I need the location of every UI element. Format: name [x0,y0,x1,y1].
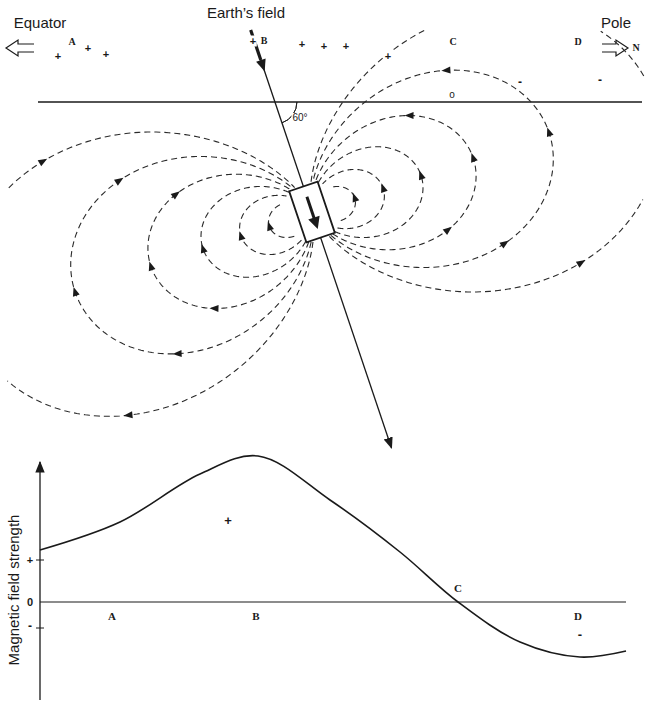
earth-field-line [251,30,392,448]
marker-label: B [260,36,269,46]
caption-label: Pole [600,15,632,30]
field-arrow [378,182,388,193]
field-arrow [350,192,360,203]
field-line [9,132,295,188]
field-arrow [114,175,125,186]
marker-label: A [107,611,117,622]
marker-label: + [298,39,306,50]
marker-label: - [517,76,523,88]
field-line [201,186,306,277]
magnetisation-arrow [307,197,315,220]
caption-label: 60° [291,113,308,123]
marker-label: + [342,41,350,52]
axis-tick [36,560,44,561]
field-line [71,156,311,353]
field-line [329,200,642,292]
field-line [323,169,385,228]
field-arrow [198,243,207,254]
field-line [315,116,476,250]
field-arrow [171,188,182,199]
marker-label: + [384,51,392,62]
field-arrow [441,67,450,75]
marker-label: - [597,74,603,86]
marker-label: - [27,620,33,632]
marker-label: + [320,41,328,52]
field-arrow [123,411,133,419]
field-line [311,31,424,183]
marker-label: C [453,583,463,594]
field-arrow [405,112,414,119]
marker-label: C [448,37,457,47]
field-arrow [209,305,218,312]
field-arrow [416,169,426,180]
field-line [330,186,356,220]
marker-label: D [573,611,583,622]
marker-label: + [102,49,110,60]
field-line [318,147,423,238]
field-arrow [499,238,510,249]
axis-tick [36,628,44,629]
field-line [269,203,295,237]
anomaly-field-lines [7,31,643,420]
field-line [240,195,302,254]
inclination-line [251,30,392,448]
field-line [313,70,553,267]
marker-label: + [26,555,34,566]
field-arrow [172,350,181,357]
field-arrow [468,152,478,163]
marker-label: + [84,43,92,54]
ground-surface [38,101,642,102]
field-line [7,242,313,416]
equator-arrow [6,40,34,56]
marker-label: N [631,43,640,53]
axis-title: Magnetic field strength [6,514,21,667]
marker-label: B [251,611,260,622]
graph-zero-axis [40,601,626,602]
field-arrow [38,156,49,167]
field-arrow [576,257,587,268]
marker-label: + [54,51,62,62]
field-arrow [443,224,454,235]
field-arrow [544,126,554,137]
magnetisation-arrowhead [308,216,323,231]
field-arrow [146,260,155,271]
field-arrow [264,221,273,232]
field-arrow [236,230,245,241]
marker-label: D [573,37,582,47]
field-line [148,174,309,308]
earth-field-arrowhead [256,59,269,74]
marker-label: + [249,36,257,47]
marker-label: 0 [26,597,34,608]
magnet-box [289,182,335,243]
marker-label: A [67,37,76,47]
caption-label: Earth’s field [206,5,286,20]
caption-label: Equator [13,15,68,30]
marker-label: + [223,514,233,527]
graph-y-axis [39,462,40,700]
field-line [601,31,644,76]
marker-label: - [577,628,583,641]
anomaly-profile-curve [40,456,626,657]
marker-label: o [448,90,456,100]
field-arrow [70,286,79,297]
magnetised-body [289,182,335,243]
